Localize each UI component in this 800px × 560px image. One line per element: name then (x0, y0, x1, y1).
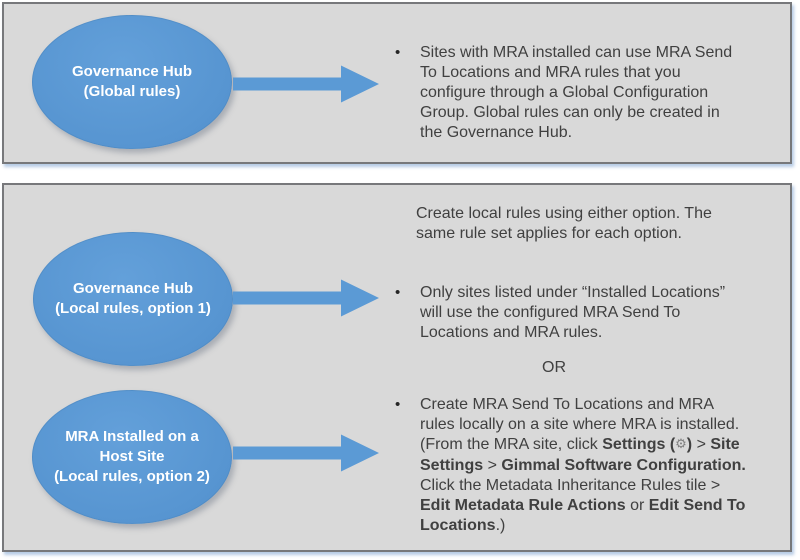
bullet-item-option1: • Only sites listed under “Installed Loc… (393, 283, 746, 343)
ellipse-mra-host-site: MRA Installed on a Host Site (Local rule… (32, 390, 232, 524)
bullet-text-option1: Only sites listed under “Installed Locat… (420, 284, 726, 341)
bullet-text-global: Sites with MRA installed can use MRA Sen… (420, 44, 733, 141)
bullet-text-option2: Create MRA Send To Locations and MRA rul… (420, 396, 746, 534)
ellipse-label-line: (Local rules, option 2) (54, 468, 210, 485)
bullet-item-global: • Sites with MRA installed can use MRA S… (393, 43, 746, 143)
or-separator-label: OR (542, 359, 566, 376)
bullet-icon: • (395, 284, 401, 301)
right-arrow-icon (233, 433, 380, 473)
intro-text-local-rules: Create local rules using either option. … (416, 205, 712, 242)
ellipse-governance-hub-local: Governance Hub (Local rules, option 1) (33, 232, 233, 366)
right-arrow-icon (233, 278, 380, 318)
right-arrow-icon (233, 64, 380, 104)
ellipse-label-line: Host Site (99, 448, 165, 465)
bullet-icon: • (395, 396, 401, 413)
ellipse-label-line: (Global rules) (83, 83, 181, 100)
ellipse-governance-hub-global: Governance Hub (Global rules) (32, 15, 232, 149)
bullet-icon: • (395, 44, 401, 61)
ellipse-label-line: Governance Hub (71, 63, 193, 80)
panel-local-rules: Create local rules using either option. … (2, 183, 792, 552)
ellipse-label-line: MRA Installed on a (65, 428, 199, 445)
ellipse-label-line: Governance Hub (72, 280, 194, 297)
bullet-item-option2: • Create MRA Send To Locations and MRA r… (393, 395, 746, 536)
panel-global-rules: Governance Hub (Global rules) • Sites wi… (2, 2, 792, 164)
gear-icon: ⚙︎ (675, 437, 687, 452)
ellipse-label-line: (Local rules, option 1) (55, 300, 211, 317)
